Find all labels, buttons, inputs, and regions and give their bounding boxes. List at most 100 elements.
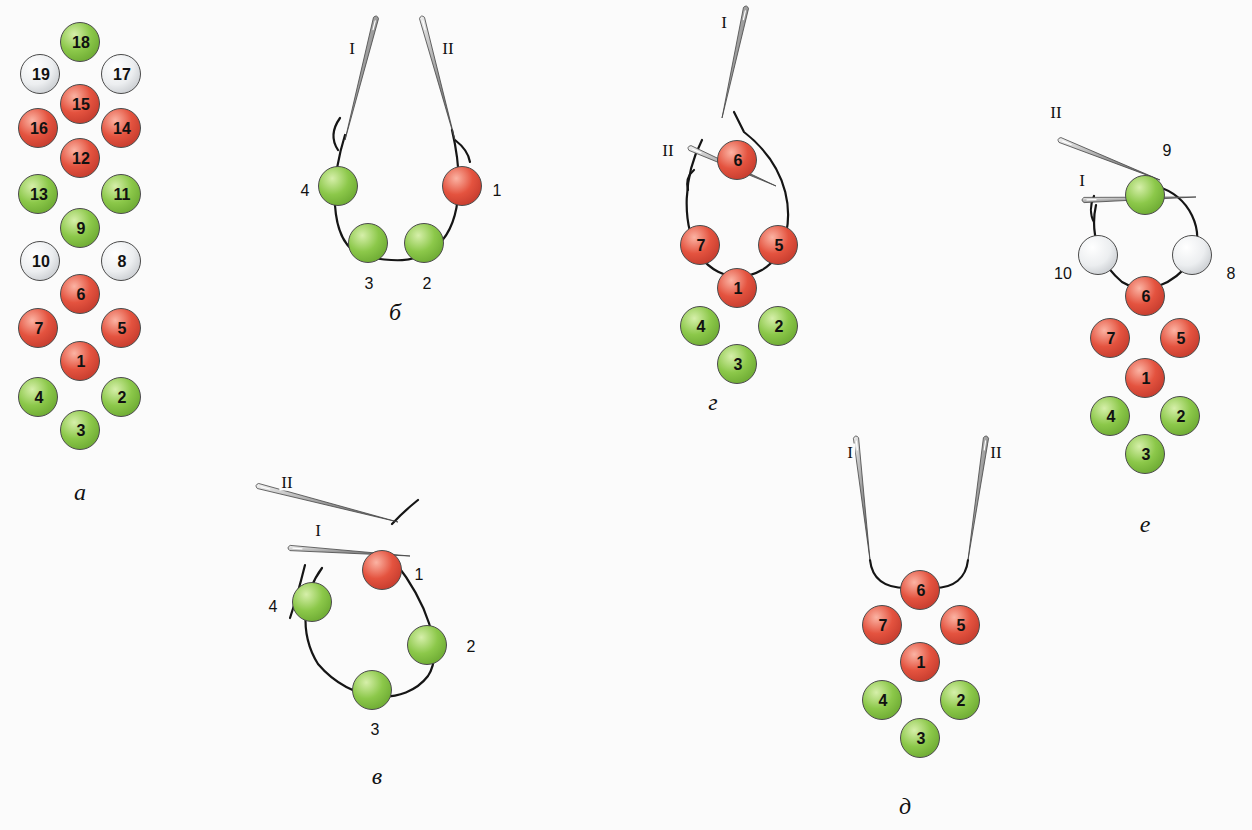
needle [256, 483, 398, 522]
bead-number: 17 [113, 67, 131, 83]
thread [392, 500, 418, 524]
bead: 3 [60, 410, 100, 450]
panel-letter: е [1140, 512, 1151, 536]
bead-number: 4 [35, 390, 44, 406]
panel-letter: д [899, 794, 911, 818]
bead-number: 6 [917, 583, 926, 599]
bead: 11 [101, 174, 141, 214]
bead-number: 4 [301, 183, 310, 199]
needle [345, 16, 379, 140]
bead-number: 6 [77, 287, 86, 303]
bead: 2 [1160, 396, 1200, 436]
bead: 2 [101, 377, 141, 417]
bead-number: 2 [423, 276, 432, 292]
panel-letter: б [389, 300, 401, 324]
bead-number: 1 [415, 567, 424, 583]
bead-number: 7 [35, 321, 44, 337]
needle-label: II [1048, 104, 1063, 121]
bead: 13 [18, 174, 58, 214]
needle [419, 16, 455, 140]
bead: 10 [1078, 235, 1118, 275]
bead-number: 10 [32, 254, 50, 270]
panel-letter: а [74, 480, 86, 504]
thread [455, 140, 470, 162]
bead: 8 [1172, 235, 1212, 275]
needle-label: II [279, 474, 294, 491]
bead-number: 1 [917, 655, 926, 671]
bead-number: 10 [1054, 266, 1072, 282]
bead: 16 [18, 108, 58, 148]
bead: 7 [680, 225, 720, 265]
panel-letter: г [708, 390, 717, 414]
bead-number: 5 [775, 238, 784, 254]
bead: 4 [18, 377, 58, 417]
bead-number: 6 [1142, 289, 1151, 305]
bead: 2 [404, 223, 444, 263]
bead-number: 19 [32, 67, 50, 83]
bead: 1 [717, 268, 757, 308]
bead-number: 8 [1227, 266, 1236, 282]
bead: 1 [1125, 358, 1165, 398]
bead: 1 [900, 642, 940, 682]
bead-number: 11 [114, 187, 131, 203]
bead-number: 14 [113, 121, 131, 137]
bead: 4 [292, 582, 332, 622]
bead-number: 3 [365, 276, 374, 292]
bead-number: 4 [269, 599, 278, 615]
bead-number: 7 [1107, 331, 1116, 347]
bead-number: 15 [72, 97, 90, 113]
bead: 5 [101, 308, 141, 348]
bead: 8 [101, 241, 141, 281]
bead-number: 2 [1177, 409, 1186, 425]
bead: 14 [101, 108, 141, 148]
bead-number: 5 [957, 618, 966, 634]
bead-number: 1 [77, 354, 86, 370]
needle-label: I [1077, 172, 1087, 189]
bead: 6 [900, 570, 940, 610]
bead: 4 [680, 306, 720, 346]
bead: 4 [1090, 396, 1130, 436]
needle-label: I [313, 522, 323, 539]
bead-number: 1 [1142, 371, 1151, 387]
thread [687, 170, 694, 190]
needle-label: I [719, 14, 729, 31]
bead-number: 1 [734, 281, 743, 297]
bead: 9 [1125, 175, 1165, 215]
bead-number: 2 [775, 319, 784, 335]
bead-number: 3 [917, 731, 926, 747]
bead-number: 1 [493, 183, 502, 199]
bead-number: 2 [118, 390, 127, 406]
bead: 6 [60, 274, 100, 314]
bead-number: 5 [118, 321, 127, 337]
bead: 18 [60, 22, 100, 62]
thread [333, 118, 340, 150]
bead: 1 [442, 166, 482, 206]
bead-number: 12 [72, 151, 90, 167]
bead-number: 16 [30, 121, 48, 137]
needle-label: I [845, 444, 855, 461]
bead-number: 9 [1163, 143, 1172, 159]
bead: 5 [758, 225, 798, 265]
bead: 5 [1160, 318, 1200, 358]
bead-number: 4 [879, 693, 888, 709]
bead-number: 7 [697, 238, 706, 254]
bead: 15 [60, 84, 100, 124]
bead-number: 4 [697, 319, 706, 335]
bead: 3 [1125, 434, 1165, 474]
bead-number: 5 [1177, 331, 1186, 347]
needle-label: II [660, 142, 675, 159]
bead-number: 13 [30, 187, 48, 203]
bead: 3 [717, 344, 757, 384]
bead: 7 [862, 605, 902, 645]
bead: 2 [940, 680, 980, 720]
needle-label: II [988, 444, 1003, 461]
panel-letter: в [372, 764, 382, 788]
bead: 7 [18, 308, 58, 348]
bead: 4 [318, 166, 358, 206]
bead-number: 9 [77, 221, 86, 237]
bead-number: 3 [1142, 447, 1151, 463]
bead-number: 2 [467, 639, 476, 655]
bead-number: 3 [371, 722, 380, 738]
bead-number: 6 [734, 153, 743, 169]
